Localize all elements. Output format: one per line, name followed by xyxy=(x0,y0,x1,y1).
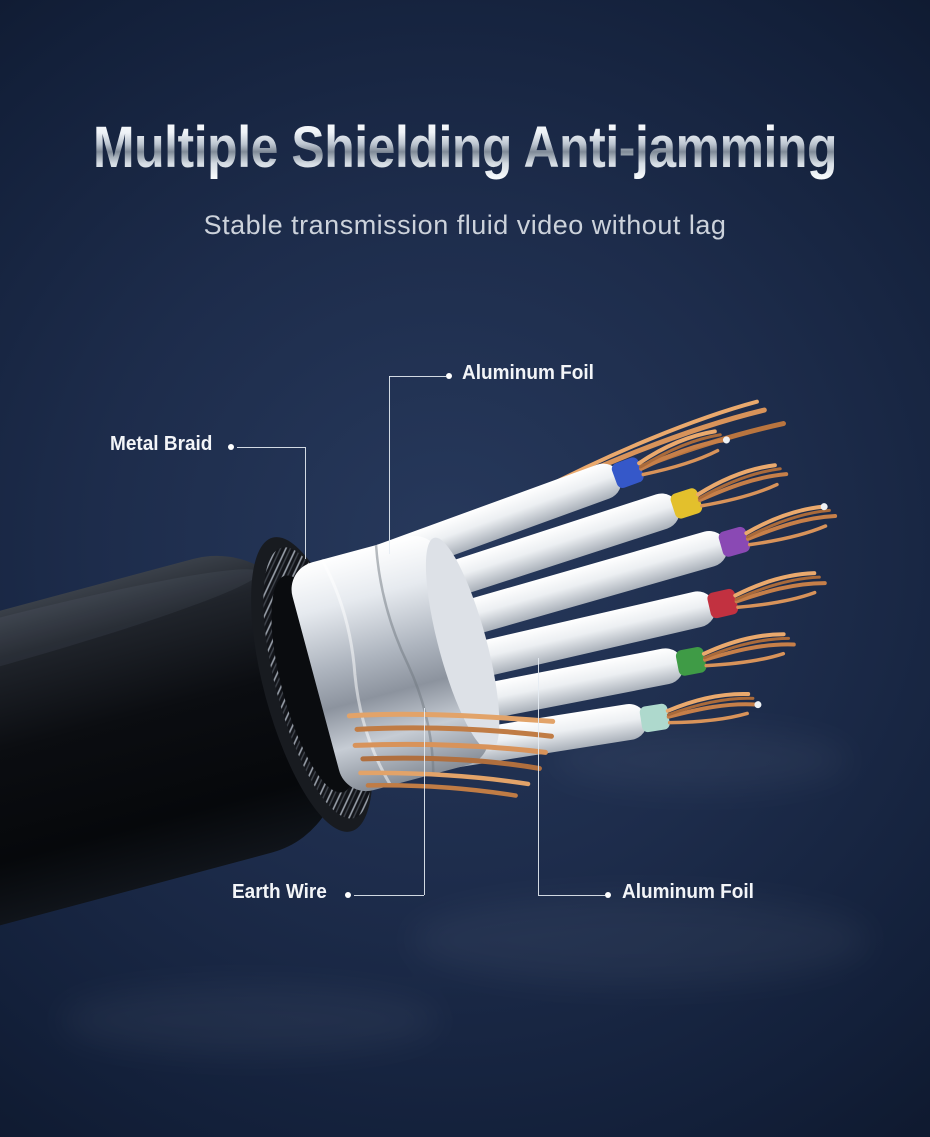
leader-line xyxy=(305,447,306,559)
callout-dot xyxy=(446,373,452,379)
leader-line xyxy=(538,658,539,895)
leader-line xyxy=(538,895,605,896)
leader-line xyxy=(354,895,424,896)
callout-label-earth-wire: Earth Wire xyxy=(232,881,327,903)
leader-line xyxy=(389,376,446,377)
background-haze xyxy=(60,730,870,1055)
leader-line xyxy=(424,708,425,895)
leader-line xyxy=(237,447,305,448)
callout-dot xyxy=(605,892,611,898)
page-title: Multiple Shielding Anti-jamming xyxy=(65,116,865,180)
leader-line xyxy=(389,376,390,554)
callout-label-aluminum-foil-top: Aluminum Foil xyxy=(462,362,594,384)
callout-dot xyxy=(345,892,351,898)
earth-wire-strands xyxy=(346,711,556,798)
callout-dot xyxy=(228,444,234,450)
page-subtitle: Stable transmission fluid video without … xyxy=(203,210,727,240)
callout-label-metal-braid: Metal Braid xyxy=(110,433,213,455)
callout-label-aluminum-foil-bottom: Aluminum Foil xyxy=(622,881,754,903)
cable-jacket xyxy=(0,555,339,1014)
cable xyxy=(0,399,838,1014)
